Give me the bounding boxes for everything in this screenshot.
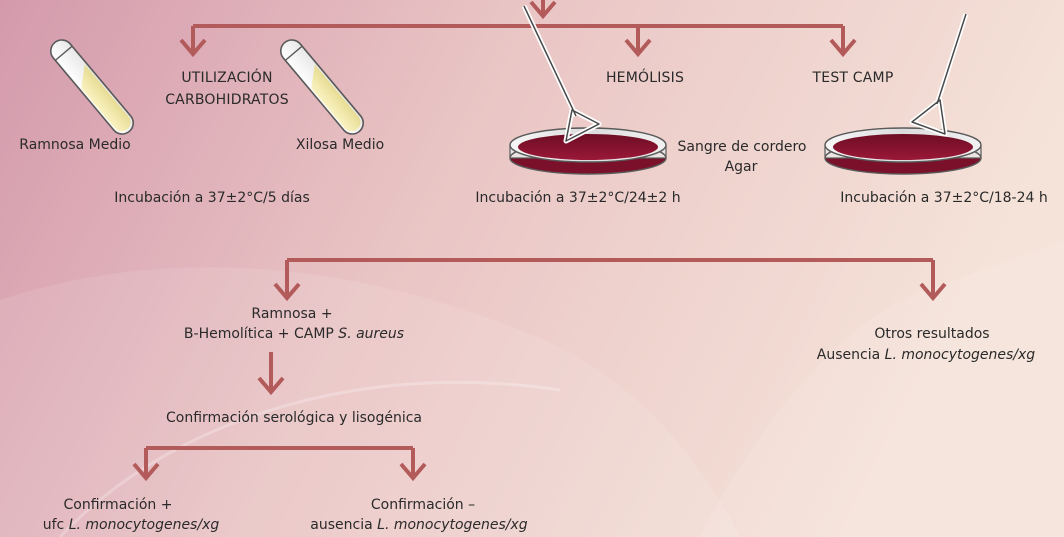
confirmation-positive-line-1: Confirmación +: [63, 497, 173, 513]
hemolysis-heading: HEMÓLISIS: [605, 70, 685, 86]
top-connector-arrows: [179, 0, 857, 58]
confirmation-step-label: Confirmación serológica y lisogénica: [165, 410, 423, 426]
results-connector-arrows: [257, 258, 947, 396]
hemolysis-incubation: Incubación a 37±2°C/24±2 h: [475, 190, 681, 206]
petri-dish-hemolysis: [509, 127, 667, 175]
other-result-line-1: Otros resultados: [874, 326, 990, 342]
confirmation-negative-line-2: ausencia L. monocytogenes/xg: [310, 517, 528, 533]
test-tube-ramnosa: [49, 39, 135, 135]
agar-label-line-2: Agar: [724, 159, 758, 175]
confirmation-positive-line-2: ufc L. monocytogenes/xg: [42, 517, 220, 533]
inoculation-loop-hemolysis-outline: [523, 5, 600, 142]
petri-dish-camp: [824, 127, 982, 175]
positive-result-line-2: B-Hemolítica + CAMP S. aureus: [183, 326, 405, 342]
agar-label-line-1: Sangre de cordero: [677, 139, 807, 155]
inoculation-loop-camp-outline: [911, 13, 967, 135]
confirmation-connector-arrows: [132, 446, 427, 482]
test-tube-xilosa: [279, 39, 365, 135]
confirmation-negative-line-1: Confirmación –: [370, 497, 476, 513]
tube-xilosa-label: Xilosa Medio: [295, 137, 385, 153]
carbohydrates-incubation: Incubación a 37±2°C/5 días: [114, 190, 310, 206]
other-result-line-2: Ausencia L. monocytogenes/xg: [816, 347, 1036, 363]
positive-result-line-1: Ramnosa +: [251, 306, 333, 322]
carbohydrates-heading-line-2: CARBOHIDRATOS: [165, 92, 289, 108]
carbohydrates-heading-line-1: UTILIZACIÓN: [181, 70, 273, 86]
tube-ramnosa-label: Ramnosa Medio: [19, 137, 131, 153]
camp-incubation: Incubación a 37±2°C/18-24 h: [840, 190, 1048, 206]
camp-heading: TEST CAMP: [812, 70, 894, 86]
